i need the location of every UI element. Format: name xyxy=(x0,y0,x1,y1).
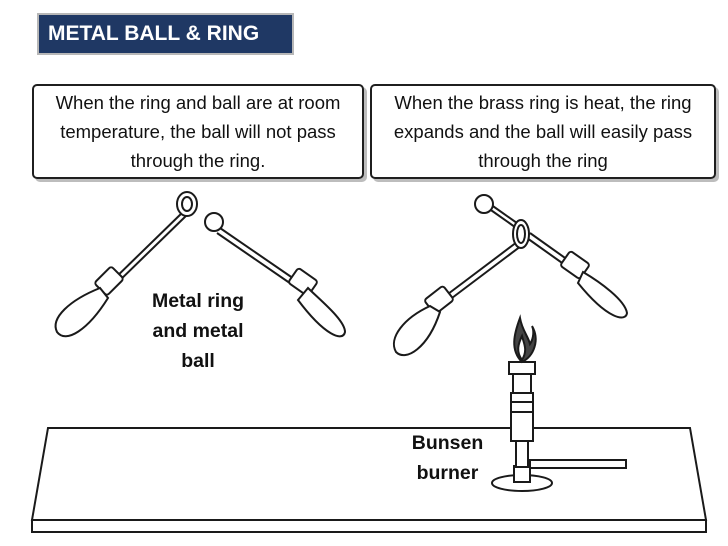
ball-on-rod-right xyxy=(393,194,530,357)
note-room-temperature: When the ring and ball are at room tempe… xyxy=(32,84,364,179)
note-room-temperature-text: When the ring and ball are at room tempe… xyxy=(55,92,341,171)
burner-collar xyxy=(513,465,531,483)
metal-ball-icon xyxy=(204,212,224,232)
bunsen-burner xyxy=(491,314,627,492)
table xyxy=(30,427,708,533)
metal-ball-heated-icon xyxy=(474,194,494,214)
table-front xyxy=(31,519,707,533)
note-heated-ring: When the brass ring is heat, the ring ex… xyxy=(370,84,716,179)
table-top xyxy=(30,427,708,521)
gas-inlet-tube xyxy=(529,459,627,469)
ring-on-rod-left xyxy=(54,191,198,338)
burner-barrel xyxy=(510,392,534,442)
burner-chimney xyxy=(508,361,536,375)
note-heated-ring-text: When the brass ring is heat, the ring ex… xyxy=(393,92,693,171)
title-text: METAL BALL & RING xyxy=(48,22,260,45)
title-banner: METAL BALL & RING xyxy=(37,13,294,55)
label-bunsen-burner: Bunsen burner xyxy=(411,432,484,484)
label-ring-and-ball: Metal ring and metal ball xyxy=(151,290,245,372)
ball-on-rod-left xyxy=(204,212,347,338)
ring-on-rod-right xyxy=(512,219,629,319)
